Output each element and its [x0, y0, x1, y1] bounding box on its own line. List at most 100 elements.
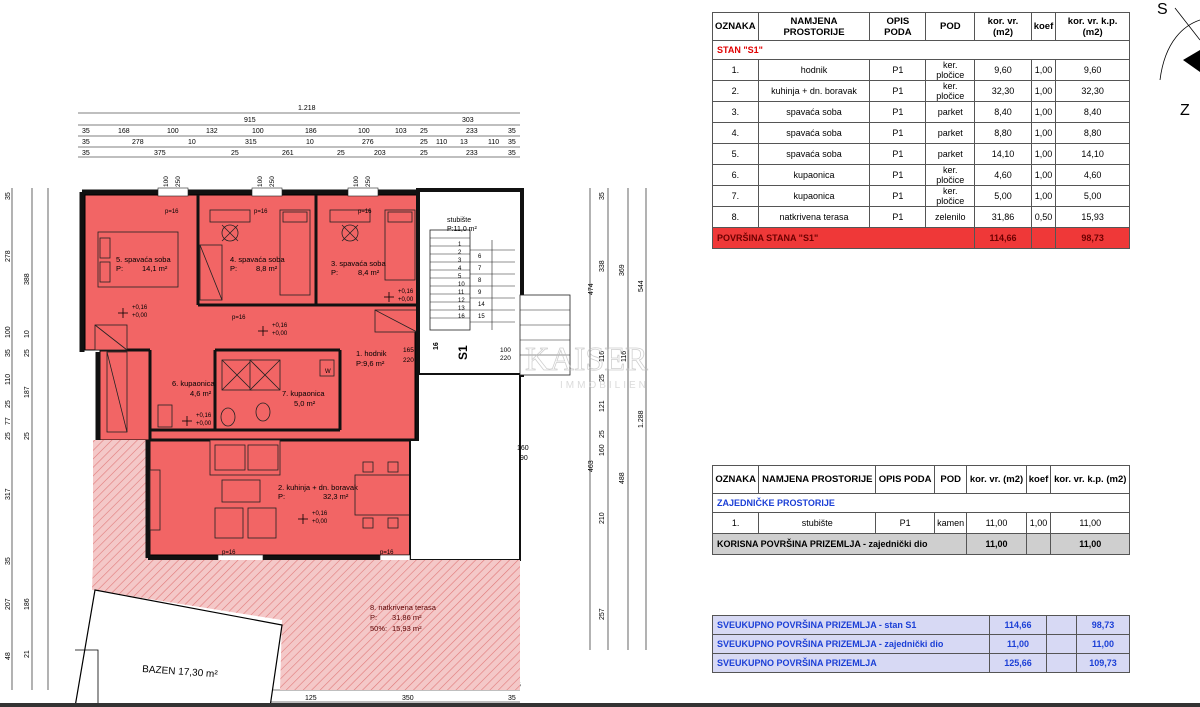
svg-text:165: 165 [403, 347, 414, 354]
terrace-name: 8. natkrivena terasa [370, 603, 437, 612]
bottom-edge-bar [0, 703, 1200, 707]
svg-text:35: 35 [5, 192, 12, 200]
svg-text:250: 250 [269, 176, 276, 187]
svg-text:25: 25 [337, 150, 345, 157]
right-dimensions: 35 338 474 116 25 121 25 160 210 257 369… [588, 188, 647, 650]
svg-text:100: 100 [167, 128, 179, 135]
svg-text:10: 10 [188, 139, 196, 146]
svg-text:100: 100 [163, 176, 170, 187]
svg-text:p=16: p=16 [232, 315, 246, 321]
svg-text:207: 207 [5, 598, 12, 610]
svg-text:103: 103 [395, 128, 407, 135]
svg-text:10: 10 [306, 139, 314, 146]
svg-text:915: 915 [244, 117, 256, 124]
svg-text:278: 278 [132, 139, 144, 146]
svg-text:369: 369 [619, 264, 626, 276]
svg-text:10: 10 [24, 330, 31, 338]
total-row-s1: POVRŠINA STANA "S1" 114,66 98,73 [711, 227, 1130, 249]
svg-text:25: 25 [231, 150, 239, 157]
svg-text:7: 7 [478, 266, 482, 272]
svg-text:388: 388 [24, 273, 31, 285]
svg-text:350: 350 [402, 695, 414, 702]
watermark: KAISER IMMOBILIEN [525, 341, 649, 391]
svg-text:317: 317 [5, 488, 12, 500]
svg-text:14,1 m²: 14,1 m² [142, 264, 168, 273]
svg-text:261: 261 [282, 150, 294, 157]
svg-text:+0,16: +0,16 [272, 323, 288, 329]
svg-text:4,6 m²: 4,6 m² [190, 389, 212, 398]
svg-text:544: 544 [638, 280, 645, 292]
svg-text:3: 3 [458, 258, 462, 264]
svg-text:35: 35 [5, 557, 12, 565]
svg-text:16: 16 [433, 342, 440, 350]
svg-text:203: 203 [374, 150, 386, 157]
svg-text:P:9,6 m²: P:9,6 m² [356, 359, 385, 368]
pool: BAZEN 17,30 m² [74, 589, 283, 707]
svg-text:50%:: 50%: [370, 624, 387, 633]
svg-text:2: 2 [458, 250, 462, 256]
svg-text:P:: P: [278, 492, 285, 501]
svg-text:35: 35 [508, 128, 516, 135]
svg-text:+0,16: +0,16 [398, 289, 414, 295]
svg-text:+0,16: +0,16 [132, 305, 148, 311]
svg-text:132: 132 [206, 128, 218, 135]
svg-text:1.288: 1.288 [638, 410, 645, 428]
svg-text:8,4 m²: 8,4 m² [358, 268, 380, 277]
svg-text:KAISER: KAISER [525, 341, 648, 378]
svg-text:375: 375 [154, 150, 166, 157]
left-dimensions: 35 278 100 35 110 25 77 25 317 35 207 48… [5, 188, 49, 690]
svg-text:25: 25 [420, 128, 428, 135]
svg-text:8,8 m²: 8,8 m² [256, 264, 278, 273]
dim-total-top: 1.218 [298, 105, 316, 112]
svg-text:160: 160 [517, 445, 529, 452]
svg-text:W: W [325, 369, 331, 375]
svg-text:25: 25 [5, 432, 12, 440]
svg-text:25: 25 [24, 349, 31, 357]
svg-text:35: 35 [82, 150, 90, 157]
svg-text:25: 25 [24, 432, 31, 440]
svg-text:p=16: p=16 [380, 550, 394, 556]
svg-text:233: 233 [466, 128, 478, 135]
svg-text:110: 110 [436, 139, 447, 146]
svg-text:4: 4 [458, 266, 462, 272]
svg-text:31,86 m²: 31,86 m² [392, 613, 422, 622]
room-4-name: 4. spavaća soba [230, 255, 285, 264]
svg-text:121: 121 [599, 400, 606, 412]
svg-text:100: 100 [358, 128, 370, 135]
svg-text:187: 187 [24, 386, 31, 398]
bed-room5 [97, 231, 179, 288]
svg-text:11: 11 [458, 290, 465, 296]
svg-text:p=16: p=16 [222, 550, 236, 556]
svg-text:463: 463 [588, 460, 595, 472]
stair-s1-label: S1 [456, 345, 470, 360]
bed-room3 [384, 209, 416, 281]
bathroom-fixtures [157, 359, 335, 428]
compass-z: Z [1180, 102, 1190, 119]
stair-area: P:11,0 m² [447, 226, 477, 233]
svg-text:100: 100 [5, 326, 12, 338]
svg-text:21: 21 [24, 650, 31, 658]
svg-text:32,3 m²: 32,3 m² [323, 492, 349, 501]
svg-text:100: 100 [257, 176, 264, 187]
tv-unit [149, 469, 161, 531]
svg-text:233: 233 [466, 150, 478, 157]
svg-text:168: 168 [118, 128, 130, 135]
svg-text:125: 125 [305, 695, 317, 702]
svg-text:338: 338 [599, 260, 606, 272]
room-6-name: 6. kupaonica [172, 379, 215, 388]
svg-text:110: 110 [5, 374, 12, 385]
room-3-name: 3. spavaća soba [331, 259, 386, 268]
svg-text:25: 25 [5, 400, 12, 408]
svg-text:160: 160 [599, 444, 606, 456]
svg-text:116: 116 [621, 351, 628, 362]
svg-text:25: 25 [599, 430, 606, 438]
svg-text:13: 13 [460, 139, 468, 146]
svg-text:P:: P: [331, 268, 338, 277]
